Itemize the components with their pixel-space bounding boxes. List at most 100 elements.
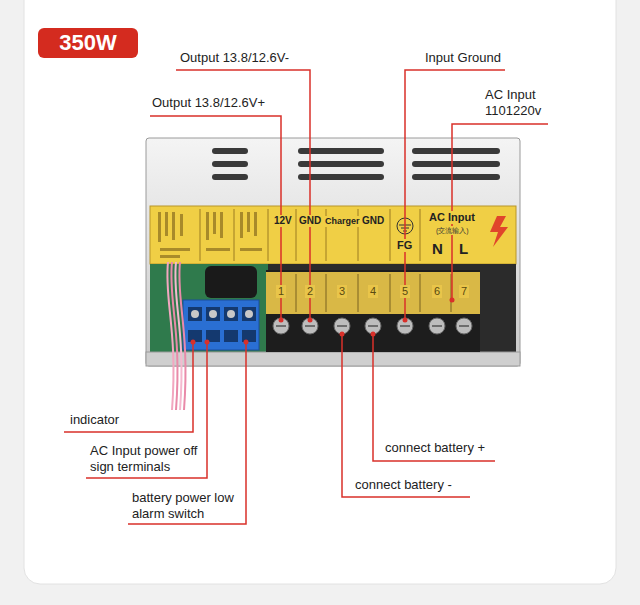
- terminal-name: 12V: [272, 215, 294, 227]
- terminal-name: GND: [297, 215, 323, 227]
- drawing-part: [296, 274, 451, 312]
- terminal-name: L: [457, 240, 470, 258]
- drawing-part: [242, 307, 256, 321]
- drawing-part: [397, 318, 413, 334]
- drawing-part: [188, 307, 202, 321]
- drawing-part: [340, 332, 345, 337]
- callout-text: Output 13.8/12.6V-: [180, 50, 289, 66]
- drawing-part: [276, 325, 286, 327]
- drawing-part: [205, 266, 257, 298]
- terminal-name: (交流输入): [434, 226, 471, 235]
- drawing-part: [298, 174, 384, 180]
- drawing-part: [373, 334, 495, 461]
- drawing-part: [191, 310, 253, 318]
- callout-text: Input Ground: [425, 50, 501, 66]
- drawing-part: [150, 116, 281, 320]
- terminal-number: 7: [459, 285, 469, 298]
- drawing-part: [206, 307, 220, 321]
- terminal-number: 4: [368, 285, 378, 298]
- terminal-name: AC Input: [427, 211, 477, 224]
- drawing-part: [180, 214, 183, 236]
- drawing-part: [326, 274, 327, 312]
- drawing-part: [420, 209, 421, 261]
- drawing-part: [412, 174, 500, 180]
- drawing-part: [227, 310, 235, 318]
- drawing-part: [279, 318, 284, 323]
- drawing-part: [368, 325, 378, 327]
- callout-text: battery power low alarm switch: [132, 490, 242, 522]
- callout-text: AC Input 1101220v: [485, 87, 551, 119]
- drawing-part: [150, 264, 516, 354]
- drawing-part: [254, 212, 257, 236]
- terminal-number: 6: [432, 285, 442, 298]
- drawing-part: [247, 212, 250, 232]
- terminal-name: Charger: [323, 216, 362, 227]
- drawing-part: [390, 274, 391, 312]
- callout-text: connect battery +: [385, 440, 485, 456]
- drawing-part: [224, 330, 238, 342]
- drawing-part: [308, 318, 313, 323]
- drawing-part: [167, 262, 185, 410]
- callout-text: Output 13.8/12.6V+: [152, 95, 265, 111]
- drawing-part: [296, 274, 297, 312]
- drawing-part: [179, 262, 185, 410]
- drawing-part: [432, 325, 442, 327]
- drawing-part: [400, 325, 410, 327]
- drawing-part: [209, 310, 217, 318]
- terminal-number: 1: [276, 285, 286, 298]
- terminal-name: N: [430, 240, 445, 258]
- drawing-part: [429, 318, 445, 334]
- drawing-part: [191, 310, 199, 318]
- drawing-part: [234, 209, 235, 261]
- drawing-part: [420, 274, 421, 312]
- drawing-part: [160, 248, 190, 251]
- terminal-number: 3: [337, 285, 347, 298]
- callout-text: connect battery -: [355, 477, 452, 493]
- drawing-part: [240, 248, 262, 251]
- drawing-part: [245, 310, 253, 318]
- drawing-part: [412, 161, 500, 167]
- drawing-part: [128, 342, 246, 524]
- drawing-part: [224, 307, 238, 321]
- drawing-part: [273, 318, 289, 334]
- drawing-part: [158, 212, 161, 242]
- drawing-part: [212, 161, 248, 167]
- drawing-part: [358, 274, 359, 312]
- drawing-part: [212, 148, 500, 180]
- drawing-part: [490, 216, 508, 247]
- drawing-part: [165, 212, 168, 236]
- drawing-part: [266, 272, 480, 314]
- drawing-part: [146, 352, 520, 366]
- drawing-part: [390, 209, 391, 261]
- terminal-name: GND: [360, 215, 386, 227]
- terminal-number: 2: [305, 285, 315, 298]
- drawing-part: [412, 148, 500, 154]
- power-supply-housing: [146, 138, 520, 410]
- drawing-part: [150, 206, 516, 264]
- drawing-part: [206, 212, 209, 240]
- drawing-part: [206, 248, 230, 251]
- drawing-part: [191, 340, 196, 345]
- terminal-name: FG: [395, 239, 414, 252]
- drawing-part: [200, 209, 201, 261]
- drawing-part: [450, 298, 455, 303]
- drawing-part: [146, 138, 520, 366]
- drawing-part: [456, 318, 472, 334]
- drawing-part: [342, 334, 470, 497]
- drawing-part: [298, 161, 384, 167]
- drawing-part: [242, 330, 256, 342]
- drawing-part: [220, 212, 223, 238]
- drawing-part: [276, 325, 469, 327]
- drawing-part: [158, 212, 262, 258]
- leader-lines: [64, 70, 548, 524]
- drawing-part: [205, 340, 210, 345]
- drawing-part: [160, 255, 180, 258]
- drawing-part: [183, 300, 259, 350]
- badge-text: 350W: [59, 30, 116, 56]
- callout-text: indicator: [70, 412, 119, 428]
- terminal-number: 5: [400, 285, 410, 298]
- drawing-part: [244, 340, 249, 345]
- callout-text: AC Input power off sign terminals: [90, 443, 215, 475]
